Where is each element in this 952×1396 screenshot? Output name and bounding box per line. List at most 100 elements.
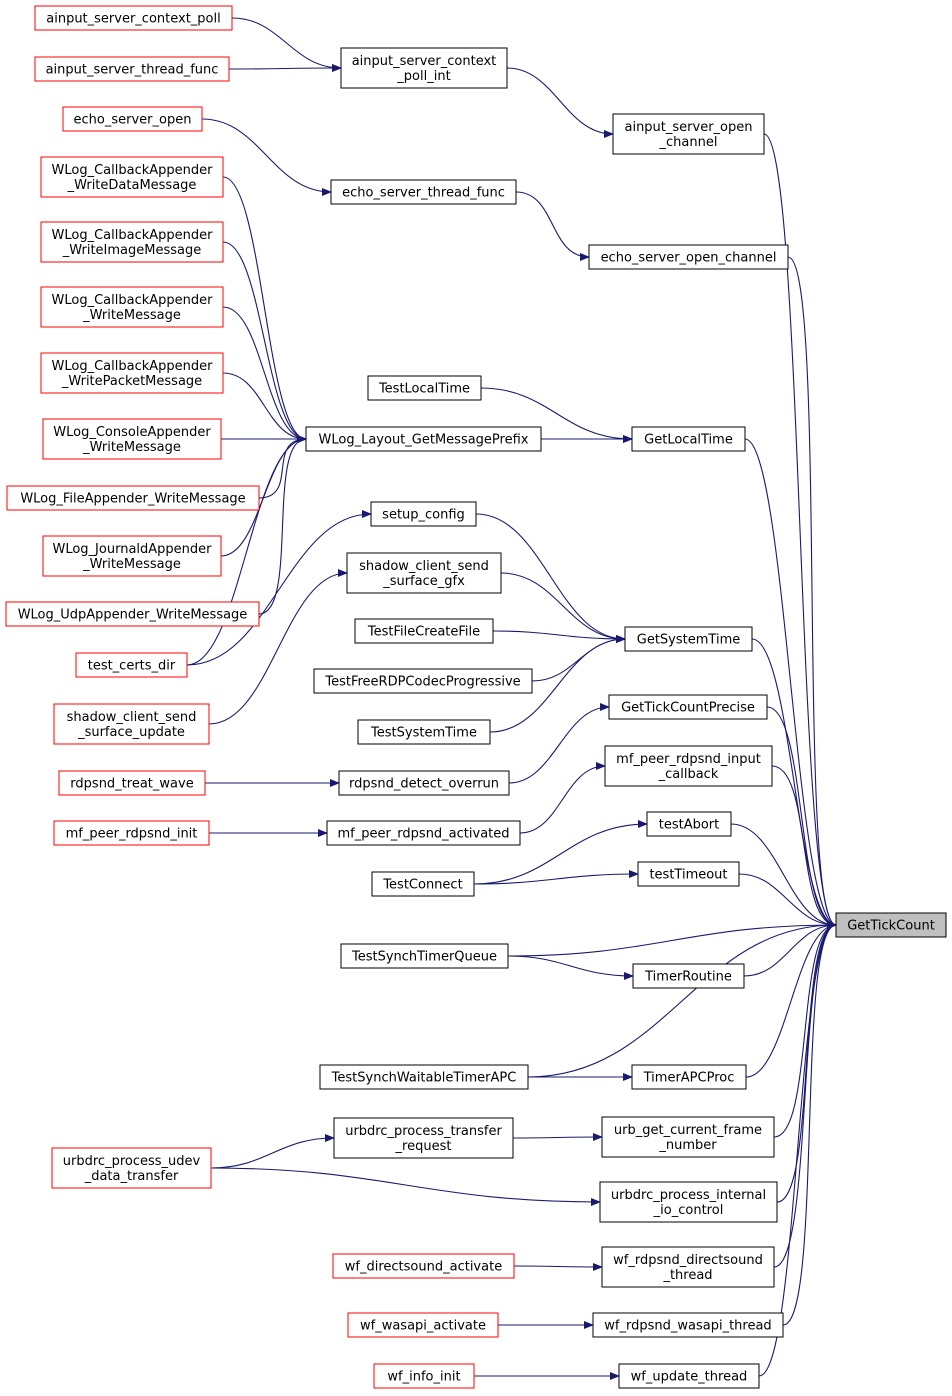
edge-urbdrc_udev-to-urbdrc_transfer bbox=[210, 1134, 335, 1169]
node-ainput-open-channel[interactable]: ainput_server_open_channel bbox=[612, 113, 765, 155]
node-label: TimerRoutine bbox=[644, 970, 732, 985]
node-wf-update-thread[interactable]: wf_update_thread bbox=[618, 1363, 760, 1389]
node-test-certs[interactable]: test_certs_dir bbox=[75, 652, 188, 678]
node-wlog-cb-image[interactable]: WLog_CallbackAppender_WriteImageMessage bbox=[40, 221, 224, 263]
node-testtimeout[interactable]: testTimeout bbox=[637, 861, 740, 887]
node-label: ainput_server_context_poll bbox=[46, 12, 220, 27]
edge-echo_thread-to-echo_open_channel bbox=[515, 191, 590, 261]
node-shadow-update[interactable]: shadow_client_send_surface_update bbox=[53, 703, 210, 745]
node-box bbox=[612, 113, 765, 155]
node-box bbox=[631, 426, 746, 452]
node-rdpsnd-overrun[interactable]: rdpsnd_detect_overrun bbox=[338, 770, 510, 796]
edge-echo_open_channel-to-gettickcount bbox=[787, 256, 837, 929]
node-wlog-file[interactable]: WLog_FileAppender_WriteMessage bbox=[6, 485, 260, 511]
node-wf-ds-activate[interactable]: wf_directsound_activate bbox=[332, 1253, 515, 1279]
node-box bbox=[51, 1147, 212, 1189]
node-wlog-prefix[interactable]: WLog_Layout_GetMessagePrefix bbox=[305, 426, 542, 452]
node-box bbox=[305, 426, 542, 452]
node-testfilecreate[interactable]: TestFileCreateFile bbox=[354, 618, 494, 644]
node-rdpsnd-treat[interactable]: rdpsnd_treat_wave bbox=[58, 770, 206, 796]
node-wlog-cb-packet[interactable]: WLog_CallbackAppender_WritePacketMessage bbox=[40, 352, 224, 394]
node-box bbox=[42, 535, 222, 577]
node-label: rdpsnd_treat_wave bbox=[70, 777, 193, 792]
node-thread-func[interactable]: ainput_server_thread_func bbox=[34, 56, 230, 82]
edge-shadow_update-to-shadow_gfx bbox=[208, 569, 348, 725]
node-label: urbdrc_process_transfer bbox=[345, 1124, 502, 1139]
node-echo-thread[interactable]: echo_server_thread_func bbox=[330, 179, 517, 205]
node-box bbox=[601, 1116, 775, 1158]
node-box bbox=[618, 1363, 760, 1389]
node-box bbox=[40, 221, 224, 263]
edge-getsystemtime-to-gettickcount bbox=[751, 638, 837, 929]
node-urbdrc-udev[interactable]: urbdrc_process_udev_data_transfer bbox=[51, 1147, 212, 1189]
node-mf-activated[interactable]: mf_peer_rdpsnd_activated bbox=[326, 820, 521, 846]
node-timerapcproc[interactable]: TimerAPCProc bbox=[631, 1064, 747, 1090]
node-gettickcount[interactable]: GetTickCount bbox=[835, 912, 947, 938]
node-echo-open[interactable]: echo_server_open bbox=[62, 106, 203, 132]
node-wlog-cb-data[interactable]: WLog_CallbackAppender_WriteDataMessage bbox=[40, 156, 224, 198]
node-wf-wasapi-activate[interactable]: wf_wasapi_activate bbox=[347, 1312, 499, 1338]
node-getsystemtime[interactable]: GetSystemTime bbox=[624, 626, 753, 652]
node-label: GetTickCount bbox=[847, 919, 935, 934]
node-box bbox=[608, 694, 768, 720]
edge-urb_frame-to-gettickcount bbox=[773, 921, 837, 1138]
node-testabort[interactable]: testAbort bbox=[646, 811, 732, 837]
node-box bbox=[347, 1312, 499, 1338]
edge-testsynchtimerqueue-to-timerroutine bbox=[507, 955, 634, 980]
node-urb-frame[interactable]: urb_get_current_frame_number bbox=[601, 1116, 775, 1158]
node-wf-wasapi-thread[interactable]: wf_rdpsnd_wasapi_thread bbox=[592, 1312, 784, 1338]
node-label: mf_peer_rdpsnd_init bbox=[66, 827, 198, 842]
node-testlocaltime[interactable]: TestLocalTime bbox=[367, 375, 482, 401]
node-box bbox=[624, 626, 753, 652]
node-label: _thread bbox=[662, 1268, 712, 1283]
edge-mf_activated-to-mf_input_cb bbox=[519, 762, 606, 834]
node-label: wf_update_thread bbox=[631, 1370, 748, 1385]
node-label: WLog_CallbackAppender bbox=[52, 293, 214, 308]
node-wf-ds-thread[interactable]: wf_rdpsnd_directsound_thread bbox=[601, 1246, 775, 1288]
node-gettickprecise[interactable]: GetTickCountPrecise bbox=[608, 694, 768, 720]
node-poll-int[interactable]: ainput_server_context_poll_int bbox=[340, 47, 508, 89]
node-box bbox=[5, 601, 260, 627]
node-testfreerdp[interactable]: TestFreeRDPCodecProgressive bbox=[313, 668, 533, 694]
node-testconnect[interactable]: TestConnect bbox=[371, 871, 475, 897]
node-label: testTimeout bbox=[649, 868, 727, 883]
node-testsynchwaitable[interactable]: TestSynchWaitableTimerAPC bbox=[319, 1064, 529, 1090]
node-box bbox=[332, 1253, 515, 1279]
node-urbdrc-transfer[interactable]: urbdrc_process_transfer_request bbox=[333, 1117, 514, 1159]
node-label: ainput_server_open bbox=[624, 120, 752, 135]
node-testsystemtime[interactable]: TestSystemTime bbox=[357, 719, 491, 745]
node-shadow-gfx[interactable]: shadow_client_send_surface_gfx bbox=[346, 552, 502, 594]
node-mf-input-cb[interactable]: mf_peer_rdpsnd_input_callback bbox=[604, 745, 773, 787]
node-urbdrc-ioctl[interactable]: urbdrc_process_internal_io_control bbox=[599, 1181, 778, 1223]
node-label: TestSynchTimerQueue bbox=[351, 950, 497, 965]
edge-wlog_cb_msg-to-wlog_prefix bbox=[222, 306, 307, 443]
node-label: WLog_CallbackAppender bbox=[52, 359, 214, 374]
node-testsynchtimerqueue[interactable]: TestSynchTimerQueue bbox=[340, 943, 509, 969]
node-box bbox=[75, 652, 188, 678]
node-label: ainput_server_context bbox=[352, 54, 497, 69]
node-setup-config[interactable]: setup_config bbox=[370, 501, 477, 527]
node-wf-info-init[interactable]: wf_info_init bbox=[373, 1363, 475, 1389]
node-label: GetTickCountPrecise bbox=[621, 701, 755, 716]
node-box bbox=[601, 1246, 775, 1288]
node-label: urbdrc_process_internal bbox=[611, 1188, 766, 1203]
edge-wlog_file-to-wlog_prefix bbox=[258, 435, 307, 499]
node-wlog-console[interactable]: WLog_ConsoleAppender_WriteMessage bbox=[42, 418, 222, 460]
node-getlocaltime[interactable]: GetLocalTime bbox=[631, 426, 746, 452]
node-wlog-journald[interactable]: WLog_JournaldAppender_WriteMessage bbox=[42, 535, 222, 577]
node-wlog-cb-msg[interactable]: WLog_CallbackAppender_WriteMessage bbox=[40, 286, 224, 328]
edge-timerapcproc-to-gettickcount bbox=[745, 921, 837, 1078]
node-echo-open-channel[interactable]: echo_server_open_channel bbox=[588, 244, 789, 270]
node-timerroutine[interactable]: TimerRoutine bbox=[632, 963, 745, 989]
node-wlog-udp[interactable]: WLog_UdpAppender_WriteMessage bbox=[5, 601, 260, 627]
node-mf-init[interactable]: mf_peer_rdpsnd_init bbox=[53, 820, 210, 846]
node-label: wf_rdpsnd_wasapi_thread bbox=[604, 1319, 771, 1334]
node-box bbox=[53, 703, 210, 745]
node-label: WLog_ConsoleAppender bbox=[53, 425, 211, 440]
node-label: ainput_server_thread_func bbox=[46, 63, 219, 78]
node-poll[interactable]: ainput_server_context_poll bbox=[34, 5, 233, 31]
node-box bbox=[313, 668, 533, 694]
node-label: WLog_Layout_GetMessagePrefix bbox=[319, 433, 529, 448]
node-label: mf_peer_rdpsnd_activated bbox=[337, 827, 509, 842]
